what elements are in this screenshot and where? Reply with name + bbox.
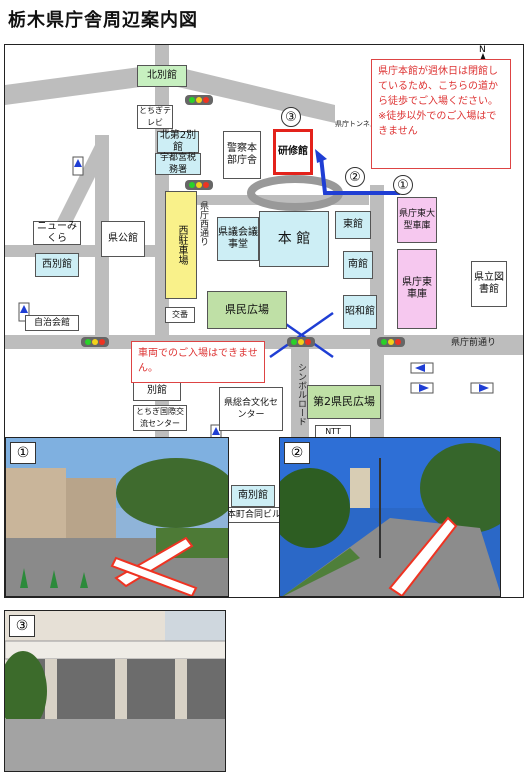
sougou-bunka-center: 県総合文化センター <box>219 387 283 431</box>
nishi-chushajo: 西駐車場 <box>165 191 197 299</box>
photo-3-scene <box>5 611 225 771</box>
kenmin-hiroba: 県民広場 <box>207 291 287 329</box>
road-label-symbol: シンボルロード <box>296 363 306 426</box>
road-northwest <box>5 65 155 105</box>
dai2-kenmin-hiroba: 第2県民広場 <box>307 385 381 419</box>
new-mikura: ニューみくら <box>33 221 81 245</box>
nishi-bekkan: 西別館 <box>35 253 79 277</box>
kita-dai2-bekkan: 北第2別館 <box>157 130 199 153</box>
kenritsu-toshokan: 県立図書館 <box>471 261 507 307</box>
road-label-tunnel: 県庁トンネル <box>335 120 377 128</box>
koban: 交番 <box>165 307 195 323</box>
page-title: 栃木県庁舎周辺案内図 <box>8 10 198 31</box>
photo-3: ③ <box>4 610 226 772</box>
walking-route <box>319 156 400 195</box>
road-label-kencho-nishi: 県庁西通り <box>198 201 208 246</box>
photo-1-number: ① <box>10 442 36 464</box>
weekend-entry-notice: 県庁本館が週休日は閉館しているため、こちらの道から徒歩でご入場ください。 ※徒歩… <box>371 59 511 169</box>
showakan: 昭和館 <box>343 295 377 329</box>
road-east-branch <box>384 345 523 355</box>
keisatsu-honbu: 警察本部庁舎 <box>223 131 261 179</box>
weekend-notice-text: 県庁本館が週休日は閉館しているため、こちらの道から徒歩でご入場ください。 <box>378 66 498 107</box>
marker-1: ① <box>393 175 413 195</box>
marker-3: ③ <box>281 107 301 127</box>
kenshukan: 研修館 <box>273 129 313 175</box>
road-northeast <box>169 65 335 123</box>
higashi-shako: 県庁東車庫 <box>397 249 437 329</box>
vehicle-notice: 車両でのご入場はできません。 <box>131 341 265 383</box>
honmachi-goudou-building: 本町合同ビル <box>225 507 283 523</box>
route-arrowhead <box>315 149 327 163</box>
one-way-arrows <box>18 156 494 444</box>
site-map: N 北別館 とちぎテレビ 北第2別館 宇都宮税務署 警察本部庁舎 研修館 本 館… <box>4 44 524 598</box>
marker-2: ② <box>345 167 365 187</box>
minamikan: 南館 <box>343 251 373 279</box>
road-label-kencho-mae: 県庁前通り <box>451 338 497 348</box>
road-north-inner <box>169 195 369 205</box>
photo-2-number: ② <box>284 442 310 464</box>
jichi-kaikan: 自治会館 <box>25 315 79 331</box>
weekend-notice-sub: ※徒歩以外でのご入場はできません <box>378 111 497 137</box>
tochigi-tv: とちぎテレビ <box>137 105 173 129</box>
kenkoukan: 県公館 <box>101 221 145 257</box>
traffic-lights <box>81 95 405 347</box>
photo-1: ① <box>5 437 229 597</box>
higashikan: 東館 <box>335 211 371 239</box>
bekkan: 別館 <box>133 381 181 401</box>
utsunomiya-zeimusho: 宇都宮税務署 <box>155 153 201 175</box>
photo-2: ② <box>279 437 501 597</box>
kengikai: 県議会議事堂 <box>217 217 259 261</box>
photo-3-number: ③ <box>9 615 35 637</box>
photo-1-scene <box>6 438 228 596</box>
no-entry-x-line-2 <box>269 311 334 359</box>
honkan: 本 館 <box>259 211 329 267</box>
kita-bekkan: 北別館 <box>137 65 187 87</box>
minami-bekkan: 南別館 <box>231 485 275 507</box>
photo-2-scene <box>280 438 500 596</box>
tochigi-kokusai-center: とちぎ国際交流センター <box>133 405 187 431</box>
higashi-oogata-shako: 県庁東大型車庫 <box>397 197 437 243</box>
north-label: N <box>479 45 486 55</box>
